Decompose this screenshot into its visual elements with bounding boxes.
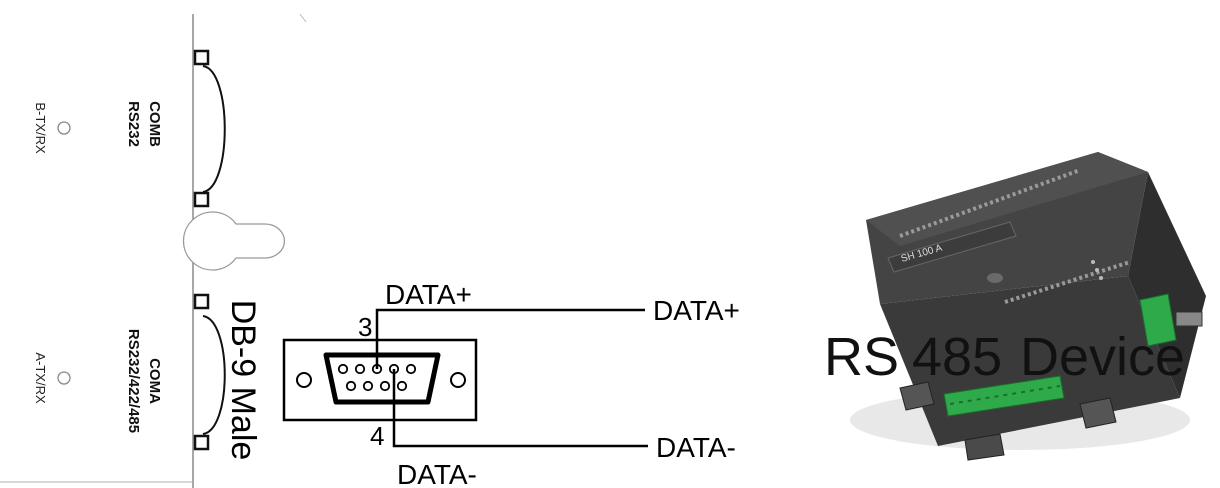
device-led-icon: [1099, 276, 1103, 280]
coma-port-standard: RS232/422/485: [125, 329, 142, 433]
pin-4-number: 4: [370, 421, 384, 451]
device-caption: RS 485 Device: [824, 327, 1185, 387]
db9-pin: [362, 380, 374, 392]
pin-3-number: 3: [358, 312, 372, 342]
b-txrx-led: B-TX/RX: [33, 102, 71, 154]
db9-pin: [396, 380, 408, 392]
wire-data-minus-end-label: DATA-: [656, 432, 736, 463]
device-side-panel: COMB RS232 B-TX/RX COMA RS232/422/485 A-…: [0, 0, 307, 488]
device-led-icon: [1095, 268, 1099, 272]
device-caption-rs: RS: [824, 327, 899, 387]
a-led-label: A-TX/RX: [33, 352, 48, 404]
db9-pin: [379, 380, 391, 392]
green-terminal-block: [1139, 293, 1177, 347]
pin-3-signal-label: DATA+: [385, 279, 472, 310]
comb-port-standard: RS232: [125, 101, 142, 147]
db9-mount-hole-right-icon: [450, 372, 466, 388]
b-led-indicator-icon: [57, 121, 71, 135]
db9-male-connector: [282, 338, 478, 422]
device-led-icon: [1091, 260, 1095, 264]
coma-port-name: COMA: [146, 358, 163, 404]
comb-port: COMB RS232: [125, 49, 226, 208]
pin-4-signal-label: DATA-: [397, 459, 477, 488]
b-led-label: B-TX/RX: [33, 102, 48, 154]
db9-pin: [405, 363, 417, 375]
db9-pin: [354, 363, 366, 375]
keyhole-mount-icon: [182, 211, 285, 271]
comb-port-name: COMB: [146, 101, 163, 147]
a-led-indicator-icon: [57, 371, 71, 385]
wire-data-plus-end-label: DATA+: [653, 295, 740, 326]
db9-pin: [345, 380, 357, 392]
coma-port: COMA RS232/422/485: [125, 293, 226, 451]
data-plus-wire: [375, 308, 645, 369]
db9-pin: [337, 363, 349, 375]
a-txrx-led: A-TX/RX: [33, 352, 71, 404]
db9-shell: [323, 352, 441, 405]
rs485-device-image: SH 100 A: [850, 152, 1206, 461]
connector-type-label: DB-9 Male: [224, 300, 262, 461]
device-caption-word: Device: [1020, 327, 1185, 387]
device-caption-number: 485: [912, 327, 1002, 387]
data-minus-wire: [392, 369, 648, 448]
db9-mount-hole-left-icon: [296, 372, 312, 388]
